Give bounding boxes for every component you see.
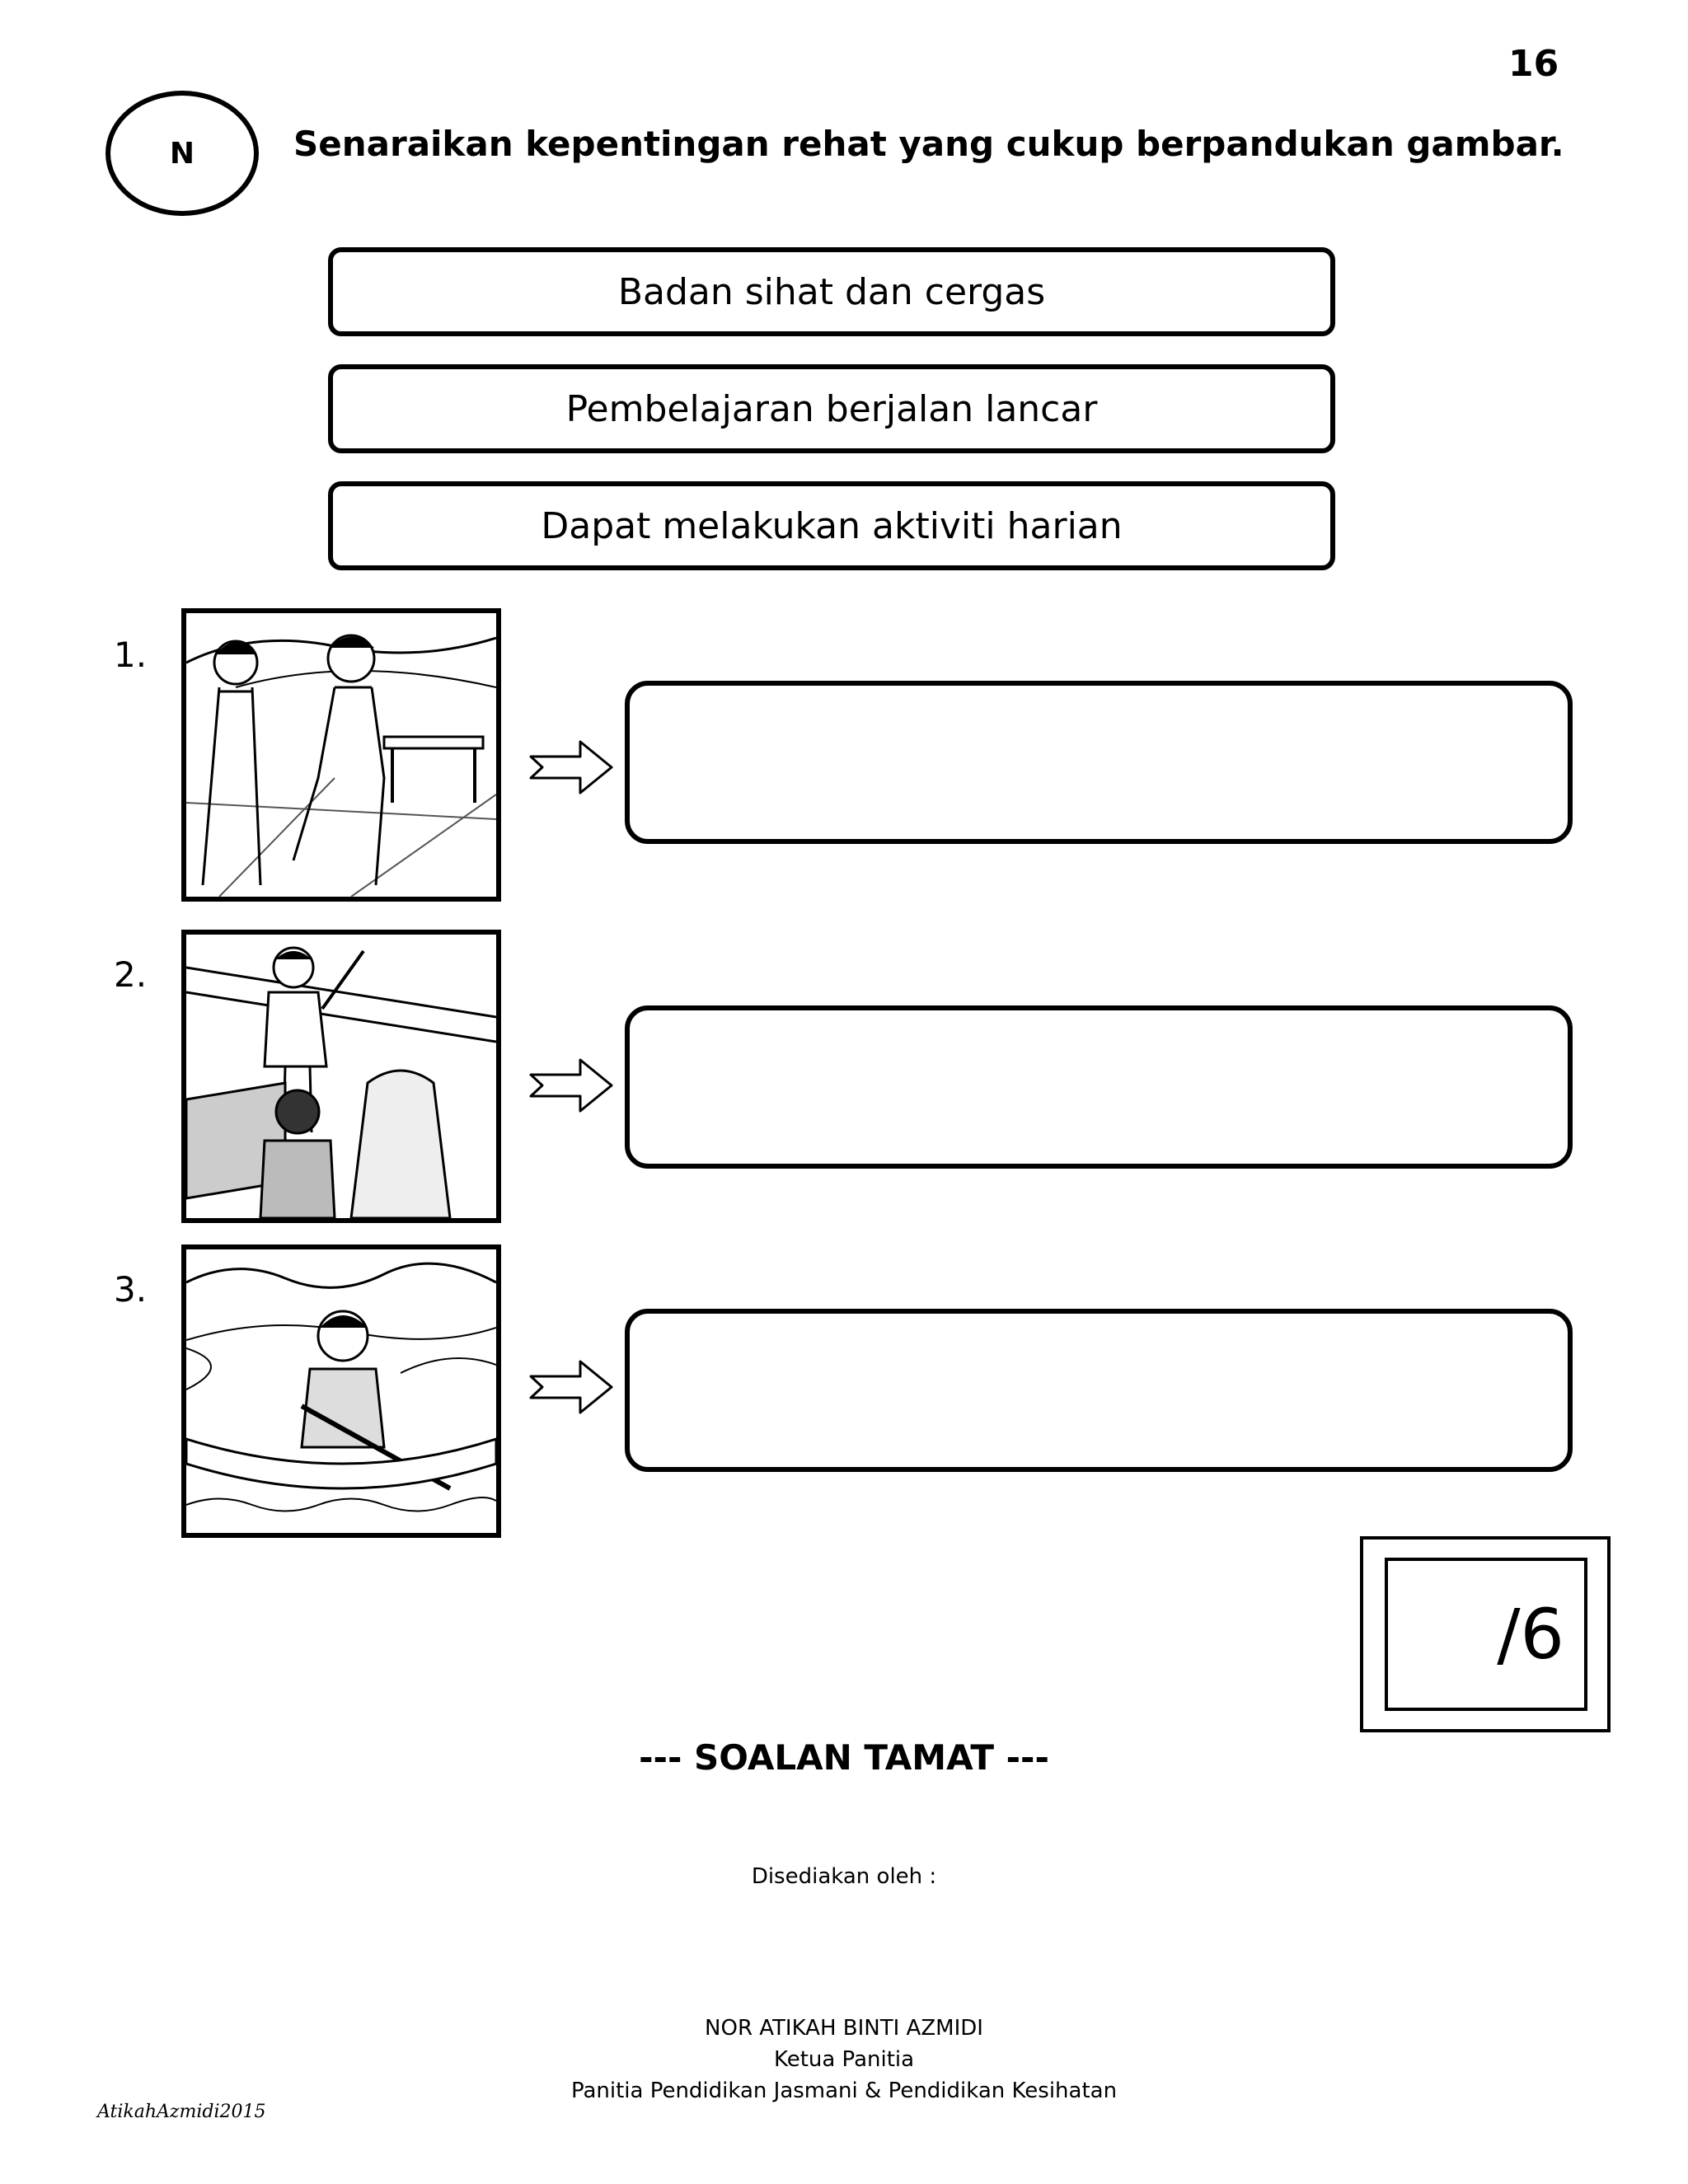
score-box-outer [1360,1536,1611,1732]
answer-box-1[interactable] [625,681,1573,844]
right-arrow-icon [529,1058,613,1113]
prepared-by-label: Disediakan oleh : [751,1864,937,1889]
right-arrow-icon [529,1360,613,1414]
score-box: /6 [1385,1558,1587,1711]
end-of-questions-text: --- SOALAN TAMAT --- [639,1737,1049,1778]
score-total: /6 [1497,1594,1564,1675]
option-text-2: Pembelajaran berjalan lancar [565,387,1098,430]
option-text-1: Badan sihat dan cergas [617,270,1046,313]
section-label-oval: N [106,91,259,216]
boy-rowing-illustration [181,1244,501,1538]
question-instruction: Senaraikan kepentingan rehat yang cukup … [293,124,1564,164]
section-label: N [169,136,195,171]
watermark: AtikahAzmidi2015 [97,2102,266,2122]
committee-name: Panitia Pendidikan Jasmani & Pendidikan … [570,2079,1118,2103]
option-box-1: Badan sihat dan cergas [328,247,1335,336]
option-text-3: Dapat melakukan aktiviti harian [541,504,1123,547]
right-arrow-icon [529,740,613,794]
author-role: Ketua Panitia [773,2047,915,2072]
question-number-1: 1. [114,635,148,675]
answer-box-3[interactable] [625,1309,1573,1472]
question-number-3: 3. [114,1269,148,1310]
question-number-2: 2. [114,954,148,995]
option-box-2: Pembelajaran berjalan lancar [328,364,1335,453]
answer-box-2[interactable] [625,1005,1573,1169]
page-number: 16 [1508,43,1559,85]
classroom-illustration [181,930,501,1223]
author-name: NOR ATIKAH BINTI AZMIDI [705,2016,983,2041]
boys-playing-illustration [181,608,501,902]
option-box-3: Dapat melakukan aktiviti harian [328,481,1335,570]
